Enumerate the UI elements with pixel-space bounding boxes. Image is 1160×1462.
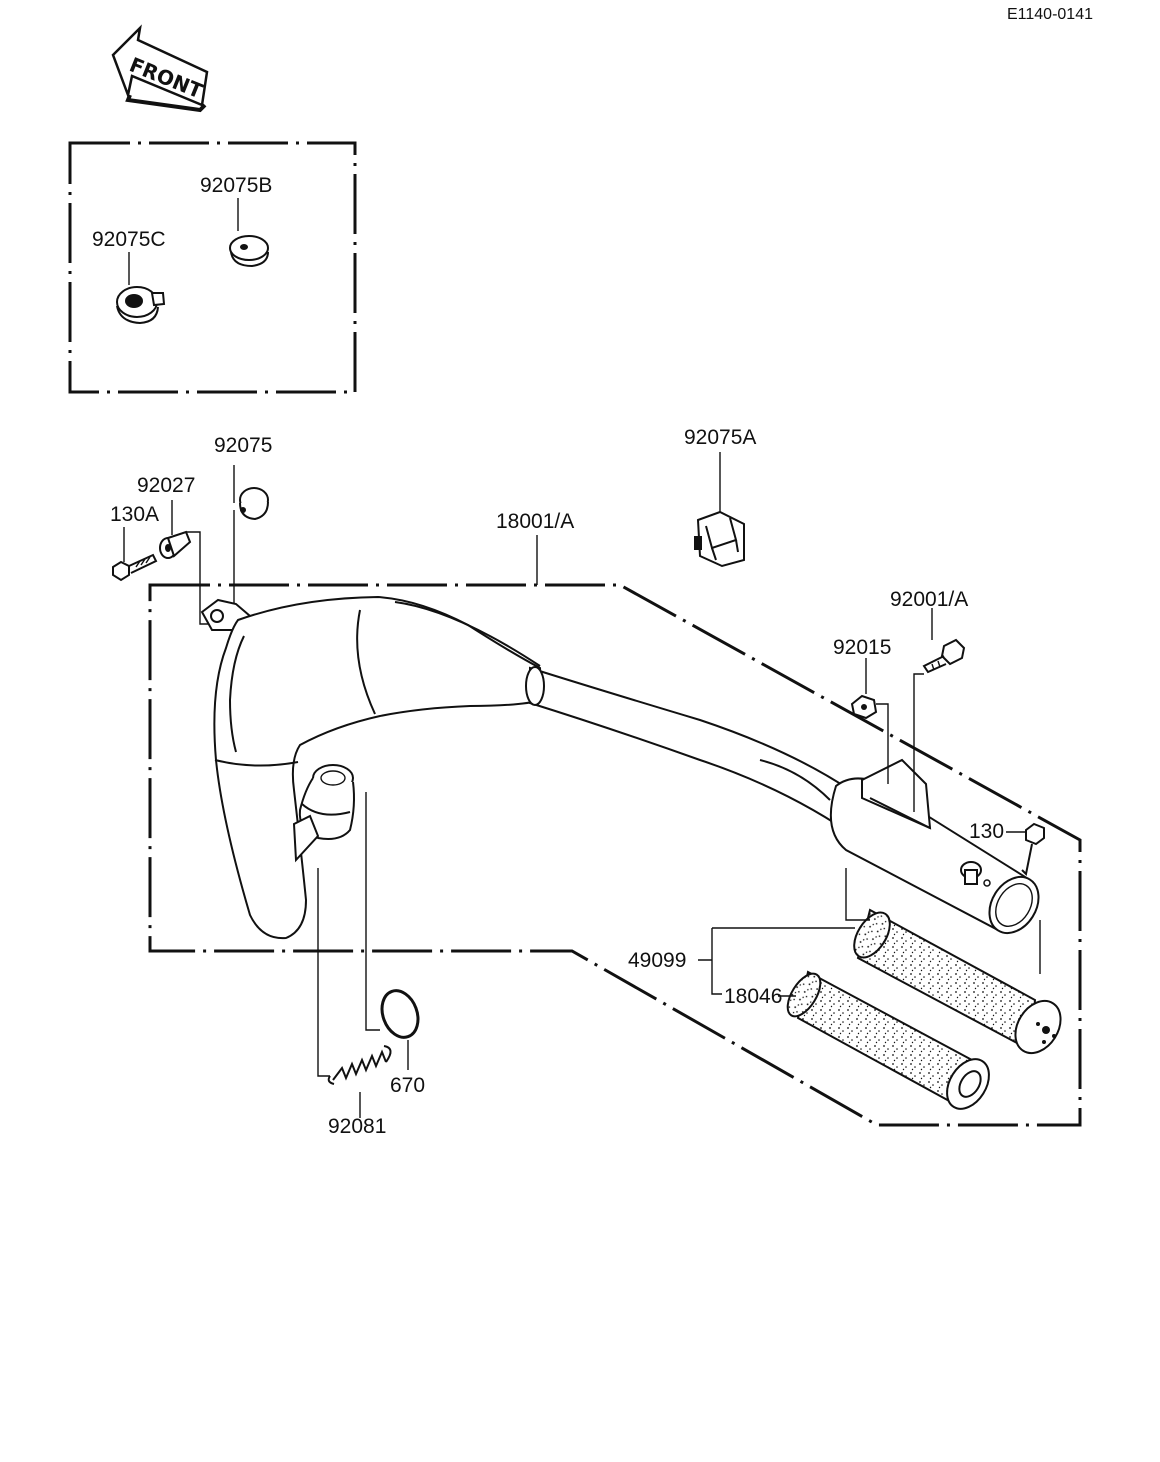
damper-92075b (229, 235, 269, 268)
assembly-outline (148, 583, 1082, 1127)
label-92075a: 92075A (684, 426, 756, 449)
label-92015: 92015 (833, 636, 891, 659)
damper-92075c (116, 286, 166, 325)
label-670: 670 (390, 1074, 425, 1097)
leader-line (317, 868, 330, 1077)
clamp-92075a (694, 510, 745, 568)
label-92027: 92027 (137, 474, 195, 497)
damper-92075 (239, 487, 269, 521)
collar-92027 (159, 530, 192, 559)
label-18001a: 18001/A (496, 510, 574, 533)
leader-line (365, 792, 380, 1031)
leader-line (876, 703, 889, 784)
document-reference: E1140-0141 (1007, 6, 1093, 23)
inset-box (68, 141, 357, 394)
label-92001a: 92001/A (890, 588, 968, 611)
inlet-flange (292, 764, 355, 863)
label-92075: 92075 (214, 434, 272, 457)
label-18046: 18046 (724, 985, 782, 1008)
leader-line (913, 673, 924, 812)
label-92075b: 92075B (200, 174, 272, 197)
label-92075c: 92075C (92, 228, 166, 251)
front-arrow-icon: FRONT (111, 24, 209, 113)
bolt-92001a (922, 638, 966, 674)
label-92081: 92081 (328, 1115, 386, 1138)
nut-92015 (850, 694, 878, 720)
leader-line (186, 531, 210, 625)
inner-pipe-18046 (786, 970, 990, 1110)
spring-92081 (327, 1045, 392, 1085)
silencer-packing-49099 (853, 908, 1062, 1055)
bolt-130 (1021, 822, 1045, 877)
o-ring-670 (380, 989, 420, 1039)
leader-line (698, 927, 855, 995)
label-130a: 130A (110, 503, 159, 526)
leader-line (845, 868, 870, 921)
label-49099: 49099 (628, 949, 686, 972)
bolt-130a (112, 553, 158, 582)
label-130: 130 (969, 820, 1004, 843)
